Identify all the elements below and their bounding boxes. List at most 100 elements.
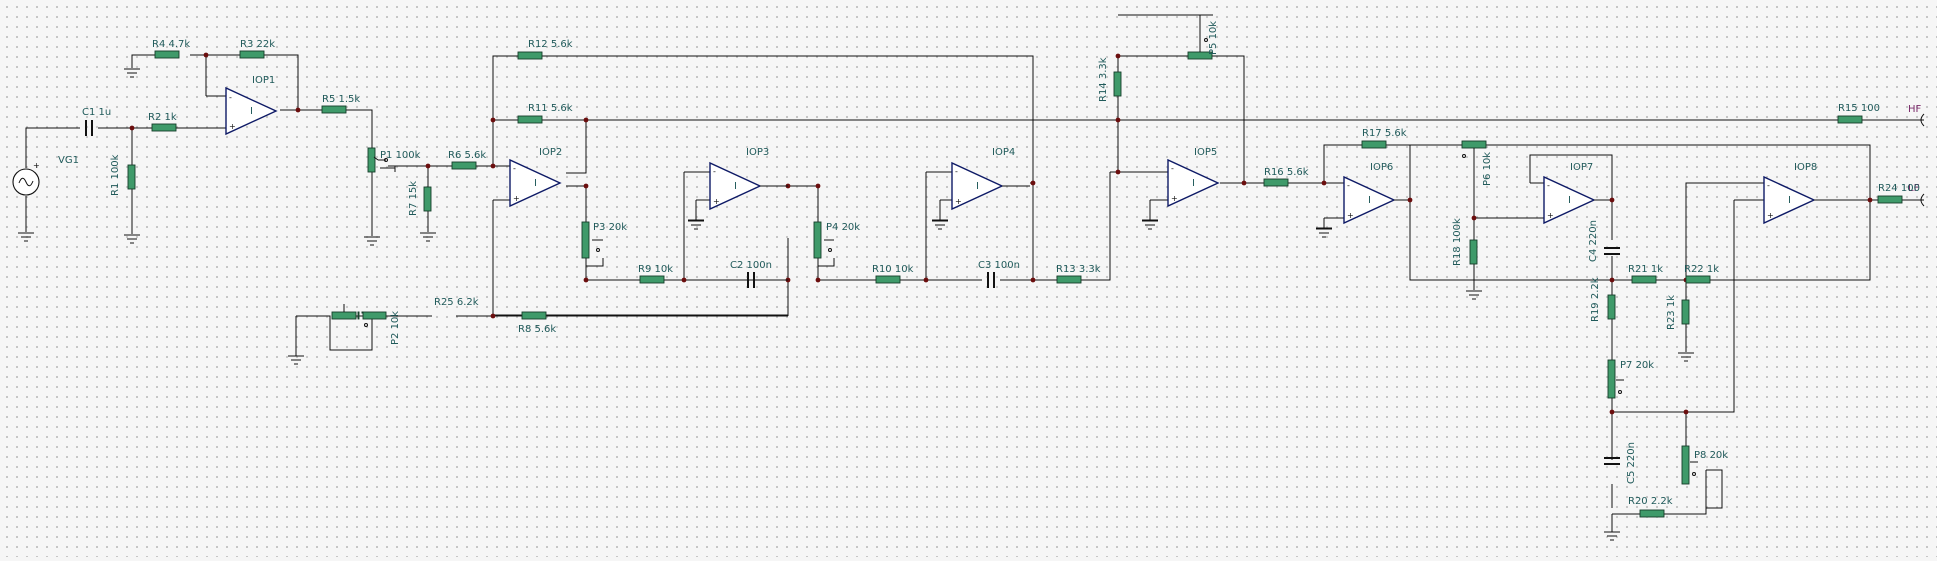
- label-r14: R14 3.3k: [1098, 57, 1109, 102]
- label-r17: R17 5.6k: [1362, 128, 1407, 139]
- potentiometer-p1[interactable]: [367, 147, 388, 173]
- label-r20: R20 2.2k: [1628, 496, 1673, 507]
- opamp-iop5[interactable]: - + I: [1167, 158, 1220, 208]
- svg-text:-: -: [955, 167, 958, 176]
- label-r10: R10 10k: [872, 264, 914, 275]
- component-labels: R2 1k R4 4.7k R3 22k R5 1.5k R1 100k P1 …: [110, 21, 1920, 507]
- label-c2: C2 100n: [730, 260, 772, 271]
- opamp-iop6[interactable]: - + I: [1343, 175, 1396, 225]
- label-p2: P2 10k: [390, 311, 401, 345]
- svg-text:I: I: [250, 106, 253, 117]
- label-r12: R12 5.6k: [528, 39, 573, 50]
- label-hf: HF: [1908, 104, 1922, 115]
- svg-text:I: I: [1368, 195, 1371, 206]
- label-c5: C5 220n: [1626, 442, 1637, 484]
- label-iop8: IOP8: [1794, 162, 1817, 173]
- label-p7: P7 20k: [1620, 360, 1654, 371]
- label-r6: R6 5.6k: [448, 150, 486, 161]
- label-r5: R5 1.5k: [322, 94, 360, 105]
- svg-text:-: -: [1171, 164, 1174, 173]
- label-p4: P4 20k: [826, 222, 860, 233]
- label-iop3: IOP3: [746, 147, 769, 158]
- opamp-iop1[interactable]: - + I: [225, 86, 278, 136]
- label-iop2: IOP2: [539, 147, 562, 158]
- p2-main[interactable]: [357, 311, 360, 314]
- label-r21: R21 1k: [1628, 264, 1663, 275]
- label-p1: P1 100k: [380, 150, 421, 161]
- svg-text:I: I: [1568, 195, 1571, 206]
- svg-text:+: +: [1347, 211, 1354, 220]
- opamp-iop4[interactable]: - + I: [951, 161, 1004, 211]
- capacitor-c5[interactable]: [1604, 457, 1620, 465]
- svg-text:I: I: [534, 178, 537, 189]
- svg-text:+: +: [955, 197, 962, 206]
- svg-text:I: I: [734, 181, 737, 192]
- svg-text:-: -: [1547, 181, 1550, 190]
- label-r22: R22 1k: [1684, 264, 1719, 275]
- svg-text:+: +: [513, 194, 520, 203]
- p2-real[interactable]: [331, 304, 368, 327]
- label-p6: P6 10k: [1482, 152, 1493, 186]
- potentiometer-p3[interactable]: [581, 221, 603, 259]
- label-r15: R15 100: [1838, 103, 1880, 114]
- voltage-source-vg1[interactable]: +: [12, 161, 40, 196]
- potentiometer-p4[interactable]: [813, 221, 834, 259]
- label-p3: P3 20k: [593, 222, 627, 233]
- svg-text:-: -: [513, 164, 516, 173]
- label-c3: C3 100n: [978, 260, 1020, 271]
- label-r19: R19 2.2k: [1590, 277, 1601, 322]
- svg-text:I: I: [1788, 195, 1791, 206]
- junctions: [129, 52, 1873, 415]
- label-r25: R25 6.2k: [434, 297, 479, 308]
- p2-visual[interactable]: [361, 311, 364, 314]
- label-r18: R18 100k: [1452, 218, 1463, 266]
- svg-text:+: +: [713, 197, 720, 206]
- label-r24: R24 100: [1878, 183, 1920, 194]
- label-iop5: IOP5: [1194, 147, 1217, 158]
- port-lf[interactable]: [1920, 193, 1925, 207]
- svg-text:I: I: [976, 181, 979, 192]
- svg-text:-: -: [1767, 181, 1770, 190]
- svg-text:-: -: [713, 167, 716, 176]
- svg-text:+: +: [229, 122, 236, 131]
- label-r8: R8 5.6k: [518, 324, 556, 335]
- svg-text:+: +: [1767, 211, 1774, 220]
- label-r23: R23 1k: [1666, 295, 1677, 330]
- potentiometer-p7[interactable]: [1607, 359, 1624, 399]
- svg-text:+: +: [1547, 211, 1554, 220]
- opamp-iop3[interactable]: - + I: [709, 161, 762, 211]
- potentiometer-p5[interactable]: [1187, 38, 1213, 60]
- svg-text:I: I: [1192, 178, 1195, 189]
- label-p8: P8 20k: [1694, 450, 1728, 461]
- label-c1: C1 1u: [82, 107, 111, 118]
- opamp-iop8[interactable]: - + I: [1763, 175, 1816, 225]
- label-r13: R13 3.3k: [1056, 264, 1101, 275]
- potentiometer-p6[interactable]: [1461, 140, 1487, 158]
- opamp-iop2[interactable]: - + I: [509, 158, 562, 208]
- label-iop7: IOP7: [1570, 162, 1593, 173]
- potentiometer-p8[interactable]: [1681, 445, 1698, 485]
- label-p5: P5 10k: [1208, 21, 1219, 55]
- label-iop6: IOP6: [1370, 162, 1393, 173]
- capacitor-c3[interactable]: [987, 272, 995, 288]
- label-c4: C4 220n: [1588, 220, 1599, 262]
- label-vg1: VG1: [58, 155, 79, 166]
- svg-text:+: +: [33, 161, 40, 170]
- label-lf: LF: [1908, 183, 1920, 194]
- resistors[interactable]: [127, 50, 1903, 518]
- capacitor-c1[interactable]: [85, 120, 93, 136]
- label-r4: R4 4.7k: [152, 39, 190, 50]
- port-hf[interactable]: [1920, 113, 1925, 127]
- label-iop1: IOP1: [252, 75, 275, 86]
- label-r2: R2 1k: [148, 112, 177, 123]
- grounds: [18, 68, 1694, 541]
- svg-text:+: +: [1171, 194, 1178, 203]
- label-r11: R11 5.6k: [528, 103, 573, 114]
- capacitor-c4[interactable]: [1604, 247, 1620, 255]
- label-r9: R9 10k: [638, 264, 673, 275]
- opamp-iop7[interactable]: - + I: [1543, 175, 1596, 225]
- label-iop4: IOP4: [992, 147, 1015, 158]
- svg-text:-: -: [229, 93, 232, 102]
